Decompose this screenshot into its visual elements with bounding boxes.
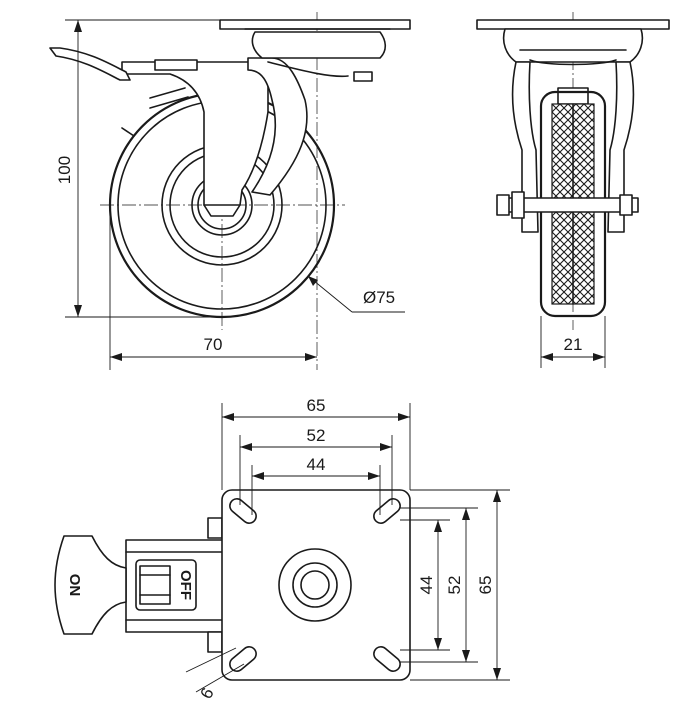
- brake-lever-side: [49, 47, 131, 81]
- mounting-slot-bottom-right: [373, 646, 401, 672]
- brake-bracket-top: [207, 517, 223, 539]
- diameter-label: Ø75: [363, 288, 395, 307]
- swivel-race-lines: [519, 49, 627, 66]
- width-label: 70: [204, 335, 223, 354]
- centre-boss-inner: [300, 570, 330, 600]
- swivel-housing: [251, 31, 387, 59]
- side-view: 100 70 Ø75: [49, 12, 411, 370]
- axle-washer-left: [511, 191, 525, 219]
- plate-width-label: 65: [307, 396, 326, 415]
- axle-nut-left: [496, 194, 510, 216]
- wheel-width-label: 21: [564, 335, 583, 354]
- hole-vspan-outer-label: 52: [445, 576, 464, 595]
- brake-pedal-on[interactable]: [54, 535, 127, 635]
- fork-swivel-arm: [247, 57, 308, 196]
- slot-width-leader-1: [185, 647, 237, 673]
- brake-shoe-lines: [149, 87, 189, 109]
- front-view: 21: [476, 12, 670, 368]
- top-mounting-plate-side: [219, 19, 411, 30]
- centre-boss-outer: [278, 548, 352, 622]
- axle-nut-right: [619, 194, 633, 216]
- fork-leg-right: [607, 61, 635, 233]
- brake-bracket-bottom: [207, 631, 223, 653]
- mounting-slot-top-right: [373, 498, 401, 524]
- axle-bolt: [507, 197, 639, 213]
- centre-boss-middle: [292, 562, 338, 608]
- swivel-housing-front: [502, 28, 644, 63]
- top-view: ON OFF 65 52 44: [54, 396, 510, 702]
- brake-clip: [154, 59, 198, 71]
- fork-top-flange: [267, 61, 349, 78]
- top-mounting-plate-front: [476, 19, 670, 30]
- brake-on-label: ON: [66, 574, 83, 597]
- mounting-slot-bottom-left: [229, 646, 257, 672]
- slot-width-label: 6: [197, 685, 218, 702]
- brake-contact-line: [121, 127, 135, 137]
- brake-off-label: OFF: [177, 570, 194, 600]
- fork-leg-side: [121, 61, 269, 206]
- slot-width-leader-2: [195, 663, 245, 693]
- hole-vspan-inner-label: 44: [417, 576, 436, 595]
- plate-height-label: 65: [476, 576, 495, 595]
- hole-span-outer-label: 52: [307, 426, 326, 445]
- king-pin-block: [557, 87, 589, 105]
- king-pin-nut-side: [353, 71, 373, 82]
- brake-pedal-off[interactable]: [139, 565, 171, 605]
- mounting-plate-top: [221, 489, 411, 681]
- height-label: 100: [55, 156, 74, 184]
- mounting-slot-top-left: [229, 498, 257, 524]
- fork-leg-left: [511, 61, 539, 233]
- hole-span-inner-label: 44: [307, 455, 326, 474]
